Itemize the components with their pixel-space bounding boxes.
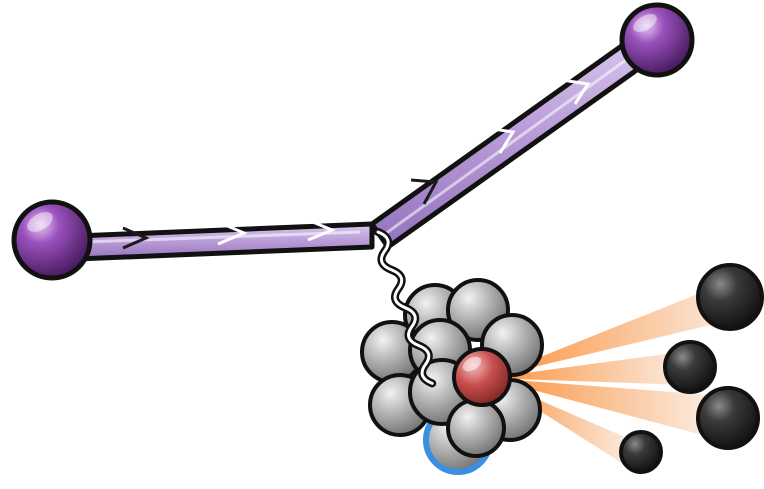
struck-parton <box>454 349 510 405</box>
incoming-lepton-line <box>52 220 372 260</box>
hadron-fragment <box>665 342 715 392</box>
outgoing-lepton-line <box>372 30 662 247</box>
incoming-lepton <box>14 202 90 278</box>
outgoing-lepton <box>622 5 692 75</box>
hadron-fragment <box>698 388 758 448</box>
nucleon <box>448 400 504 456</box>
hadron-fragment <box>621 432 661 472</box>
nucleus <box>362 280 542 472</box>
hadron-fragment <box>698 265 762 329</box>
